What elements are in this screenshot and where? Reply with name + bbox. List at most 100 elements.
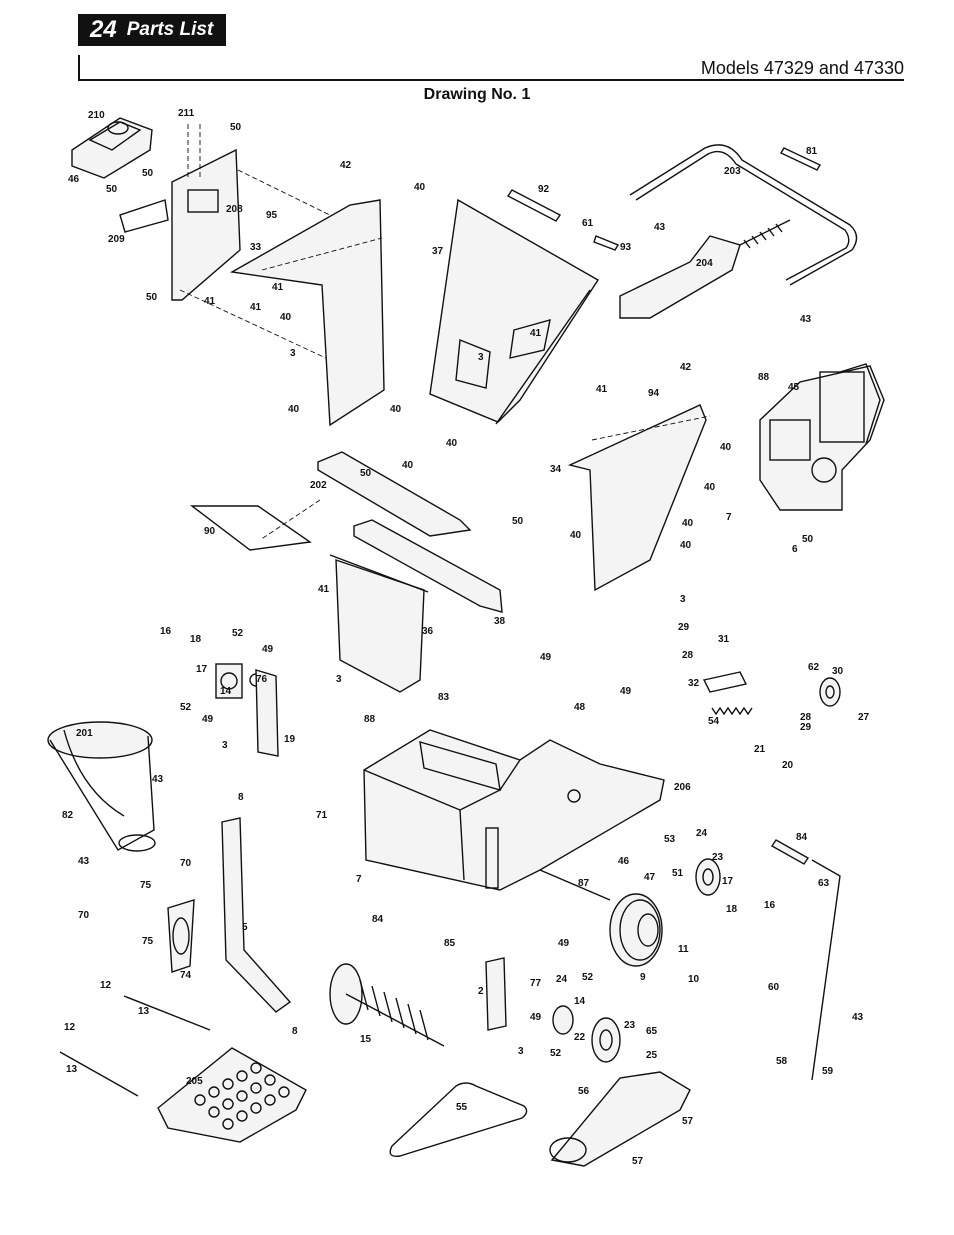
callout-label: 43 [152,774,164,785]
callout-label: 16 [764,900,776,911]
callout-label: 41 [596,384,608,395]
part-rod-63 [811,859,841,1081]
callout-label: 49 [558,938,570,949]
part-drive-pulley-23 [552,1005,621,1063]
callout-label: 43 [654,222,666,233]
part-pulley-23 [695,858,721,896]
callout-label: 202 [310,480,327,491]
callout-label: 208 [226,204,243,215]
callout-label: 201 [76,728,93,739]
callout-label: 37 [432,246,444,257]
callout-label: 14 [574,996,586,1007]
callout-label: 14 [220,686,232,697]
models-label: Models 47329 and 47330 [700,58,904,78]
callout-label: 30 [832,666,844,677]
part-belt-guard-56 [549,1071,691,1167]
callout-label: 29 [678,622,690,633]
callout-label: 36 [422,626,434,637]
part-tension-handle-204 [619,219,791,319]
callout-label: 48 [574,702,586,713]
callout-label: 52 [582,972,594,983]
callout-label: 20 [782,760,794,771]
callout-label: 40 [720,442,732,453]
callout-label: 13 [66,1064,78,1075]
part-plate-74 [167,899,195,973]
callout-label: 38 [494,616,506,627]
part-right-panel-34 [567,404,711,592]
callout-label: 24 [556,974,568,985]
callout-label: 49 [530,1012,542,1023]
callout-label: 54 [708,716,720,727]
part-grip-84 [770,839,810,865]
part-engine-45 [759,363,885,511]
callout-label: 40 [682,518,694,529]
callout-label: 11 [678,944,689,955]
callout-label: 25 [646,1050,658,1061]
callout-label: 42 [680,362,692,373]
callout-label: 10 [688,974,700,985]
part-bracket-208 [171,124,341,361]
callout-label: 83 [438,692,450,703]
page-number: 24 [90,16,117,43]
callout-label: 17 [722,876,734,887]
part-idler-arm-32 [702,671,748,693]
callout-label: 18 [190,634,202,645]
callout-label: 88 [364,714,376,725]
callout-label: 33 [250,242,262,253]
callout-label: 88 [758,372,770,383]
part-cone-201 [47,721,156,852]
callout-label: 15 [360,1034,372,1045]
callout-label: 53 [664,834,676,845]
callout-label: 3 [680,594,686,605]
part-belt-55 [389,1082,528,1157]
callout-label: 81 [806,146,818,157]
callout-label: 52 [180,702,192,713]
callout-label: 43 [800,314,812,325]
callout-label: 49 [540,652,552,663]
callout-label: 18 [726,904,738,915]
callout-label: 62 [808,662,820,673]
callout-label: 211 [178,108,195,119]
callout-label: 43 [852,1012,864,1023]
part-pad-90 [189,505,312,551]
callout-label: 12 [100,980,112,991]
callout-labels: 210 211 50 46 50 50 208 209 50 41 42 40 … [62,108,870,1167]
part-handle-203 [629,144,858,286]
callout-label: 49 [202,714,214,725]
callout-label: 82 [62,810,74,821]
callout-label: 13 [138,1006,150,1017]
callout-label: 203 [724,166,741,177]
callout-label: 70 [78,910,90,921]
callout-label: 77 [530,978,542,989]
callout-label: 7 [726,512,732,523]
callout-label: 49 [262,644,274,655]
callout-label: 50 [802,534,814,545]
callout-label: 40 [680,540,692,551]
part-rod-13a [123,995,211,1031]
callout-label: 46 [68,174,80,185]
callout-label: 32 [688,678,700,689]
callout-label: 41 [272,282,284,293]
callout-label: 8 [238,792,244,803]
callout-label: 22 [574,1032,586,1043]
callout-label: 41 [530,328,542,339]
callout-label: 40 [446,438,458,449]
part-plate-2 [485,957,507,1031]
callout-label: 50 [146,292,158,303]
callout-label: 42 [340,160,352,171]
callout-label: 28 [800,712,812,723]
callout-label: 2 [478,986,484,997]
part-wheel-9 [539,869,663,967]
callout-label: 84 [796,832,808,843]
callout-label: 23 [712,852,724,863]
callout-label: 92 [538,184,550,195]
callout-label: 75 [142,936,154,947]
part-strip-93 [593,235,620,251]
callout-label: 8 [292,1026,298,1037]
callout-label: 21 [754,744,766,755]
part-chassis-206 [363,729,665,891]
page-header-badge: 24 Parts List [78,14,226,46]
callout-label: 71 [316,810,328,821]
part-chute-37 [429,198,599,425]
